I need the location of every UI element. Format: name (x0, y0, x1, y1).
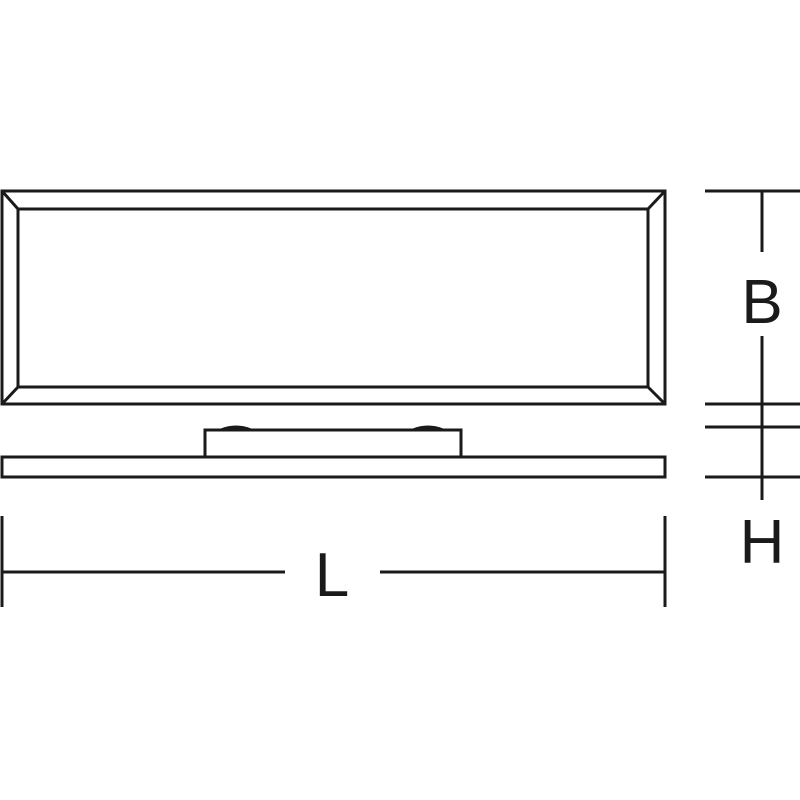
height-label: H (740, 508, 785, 577)
driver-clip-right (412, 425, 444, 432)
bevel-bottom-right (646, 385, 667, 406)
length-label: L (315, 541, 349, 610)
dimension-height: H (705, 404, 800, 577)
panel-outer-frame (0, 189, 667, 406)
dimension-length: L (0, 516, 667, 610)
driver-clip-left (220, 425, 252, 432)
profile-plate (0, 455, 667, 479)
top-view-panel (0, 189, 667, 406)
bevel-top-left (0, 190, 20, 210)
width-label: B (741, 268, 782, 337)
driver-box (203, 428, 463, 459)
panel-inner-frame (16, 207, 650, 389)
bevel-top-right (646, 189, 667, 211)
side-view-profile (0, 425, 667, 479)
bevel-bottom-left (0, 385, 20, 406)
dimension-width: B (705, 189, 800, 406)
